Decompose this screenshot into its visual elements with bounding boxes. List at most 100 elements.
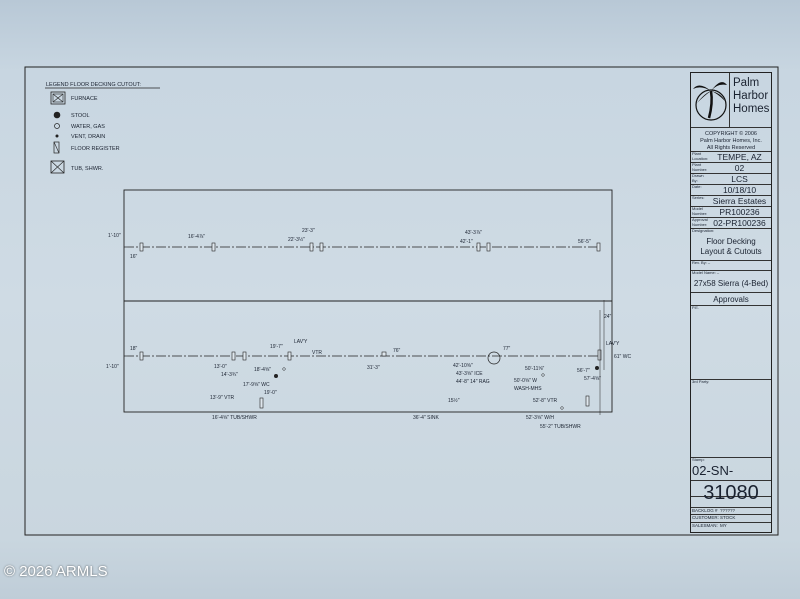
field-value: 10/18/10 [722,185,757,195]
legend-tub-shower: TUB, SHWR. [71,166,104,172]
copyright-block: COPYRIGHT © 2006 Palm Harbor Homes, Inc.… [691,128,771,152]
dim-label: 13'-9" VTR [210,395,235,401]
company-name-line: Homes [733,103,770,115]
field-value: Sierra Estates [712,196,767,206]
dim-label: 57'-4⅝" [584,376,601,382]
dim-label: 15½" [448,397,460,404]
model-name-block: Model Name: – 27x58 Sierra (4-Bed) [691,270,771,293]
dim-label: WASH-MHS [514,386,542,392]
field-approval-number: Approval Number: 02-PR100236 [691,217,771,229]
serial-prefix: 02-SN- [692,463,734,478]
field-value: TEMPE, AZ [717,152,762,162]
company-logo: Palm Harbor Homes [691,73,771,128]
dim-label: 16" [130,254,138,260]
dim-label: 31'-3" [367,365,380,371]
dim-label: 13'-0" [214,364,227,370]
legend-stool: STOOL [71,113,90,119]
field-plant-number: Plant Number:02 [691,162,771,174]
dim-label: 22'-3½" [288,236,305,243]
dim-label: 1'-10" [106,364,119,370]
legend-floor-register: FLOOR REGISTER [71,146,120,152]
dim-label: 14'-3¾" [221,372,238,378]
dim-label: 52'-3⅝" W/H [526,415,554,421]
floor-register-icon [53,141,60,154]
stool-icon [53,111,61,119]
rev-by: Rev. By: – [692,260,711,265]
dim-label: 56'-5" [578,239,591,245]
dim-label: 50'-11⅝" [525,366,545,372]
copyright-text: All Rights Reserved [706,145,756,151]
dim-label: 18'-4⅝" [254,367,271,373]
field-caption: Designation: [692,228,715,233]
info-value: ?????? [720,508,736,513]
dim-label: 61" WC [614,354,631,360]
field-value: 02-PR100236 [713,218,766,228]
field-caption: Model Number: [692,206,708,216]
approvals-heading: Approvals [691,293,771,306]
dim-label: 24" [604,314,612,320]
dim-label: 19'-0" [264,390,277,396]
serial-block: Stamp: 02-SN- [691,457,771,497]
field-caption: Drawn By: [692,173,704,183]
dim-label: 16'-4⅞" [188,234,205,240]
dim-label: 36'-4" SINK [413,415,439,421]
field-date: Date: 10/18/10 [691,184,771,196]
legend-vent-drain: VENT, DRAIN [71,134,105,140]
info-caption: BACKLOG # [692,508,718,513]
sheet-border [24,66,779,536]
copyright-text: COPYRIGHT © 2006 [705,131,757,137]
dim-label: 16'-4⅝" TUB/SHWR [212,415,257,421]
floor-plan [123,189,613,415]
dim-label: 1'-10" [108,233,121,239]
dim-label: 42'-1" [460,239,473,245]
dim-label: 18" [130,346,138,352]
designation-text: Layout & Cutouts [700,247,762,256]
dim-label: 50'-0⅝" W [514,378,537,384]
water-gas-icon [54,123,60,129]
dim-label: 44'-8" 14" RAG [456,379,490,385]
dim-label: 77" [503,346,511,352]
field-caption: Stamp: [692,457,705,462]
vent-drain-icon [55,134,59,138]
dim-label: 55'-2" TUB/SHWR [540,424,581,430]
dim-label: 23'-3" [302,228,315,234]
dim-label: 17'-9⅝" WC [243,382,270,388]
field-drawn-by: Drawn By: LCS [691,173,771,185]
furnace-icon [50,91,66,105]
dim-label: 42'-10⅝" [453,363,473,369]
dim-label: 56'-7" [577,368,590,374]
dim-label: 76" [393,348,401,354]
dim-label: 19'-7" [270,344,283,350]
dim-label: 52'-8" VTR [533,398,558,404]
model-name: 27x58 Sierra (4-Bed) [693,279,769,288]
legend: LEGEND FLOOR DECKING CUTOUT: FURNACE STO… [45,82,160,174]
company-name-line: Harbor [733,90,769,102]
dim-label: 43'-3⅞" [465,230,482,236]
company-name-line: Palm [733,77,760,89]
dim-label: LAV'Y [606,341,620,347]
field-caption: Series: [692,195,705,200]
info-value: STOCK [720,515,736,520]
dim-label: VTR [312,350,322,356]
field-value: LCS [731,174,748,184]
palm-tree-logo [691,73,730,127]
info-caption: SALESMAN: [692,523,718,528]
pe-label: P.E. [692,305,700,310]
field-caption: Approval Number: [692,217,708,227]
field-caption: Date: [692,184,702,189]
third-party-label: 3rd Party: [692,379,710,384]
copyright-text: Palm Harbor Homes, Inc. [700,138,762,144]
field-caption: Plant Number: [692,162,708,172]
designation-text: Floor Decking [706,237,756,246]
field-plant-location: Plant Location:TEMPE, AZ [691,151,771,163]
legend-water-gas: WATER, GAS [71,124,105,130]
info-value: MY [720,523,727,528]
info-caption: CUSTOMER: [692,515,719,520]
field-series: Series: Sierra Estates [691,195,771,207]
dim-label: 43'-3⅝" ICE [456,371,483,377]
mls-watermark: © 2026 ARMLS [4,563,108,580]
legend-furnace: FURNACE [71,96,98,102]
dimension-labels: 1'-10" 16" 16'-4⅞" 22'-3½" 23'-3" 42'-1"… [106,228,631,430]
legend-title: LEGEND FLOOR DECKING CUTOUT: [46,82,141,88]
